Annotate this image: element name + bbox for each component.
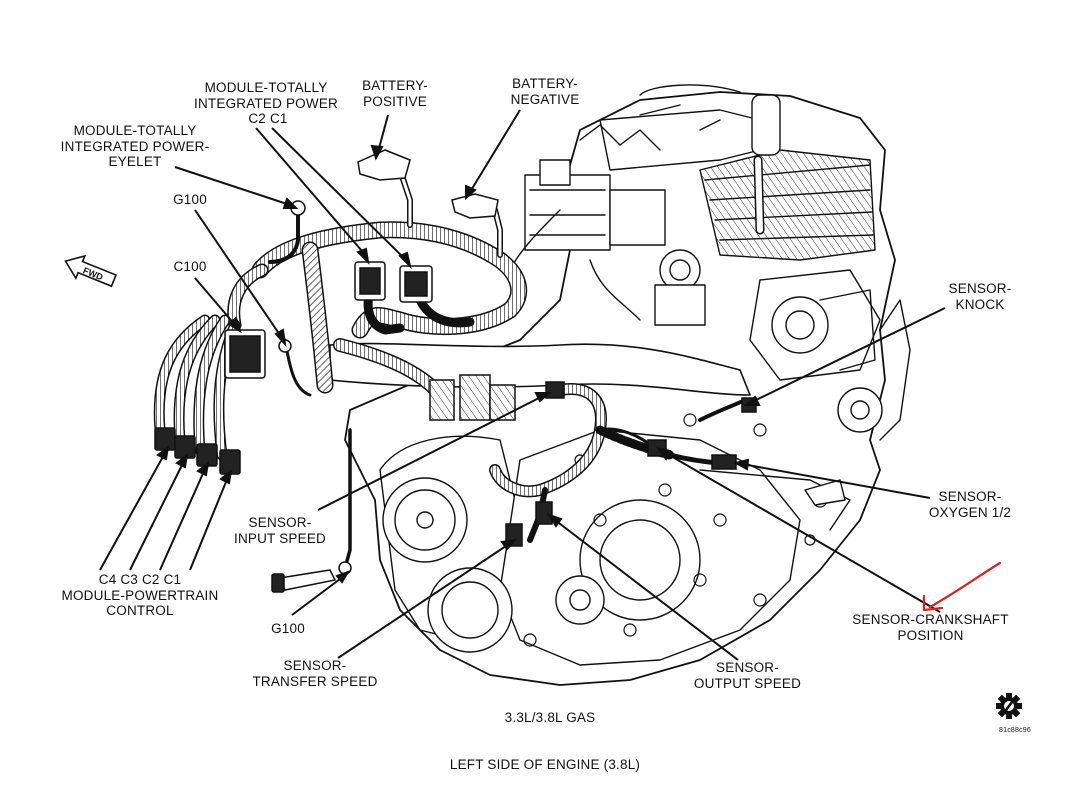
label-sensor-oxygen: SENSOR- OXYGEN 1/2 — [920, 489, 1020, 520]
label-line: NEGATIVE — [510, 91, 580, 107]
label-line: MODULE-POWERTRAIN — [61, 587, 219, 603]
label-line: SENSOR- — [948, 281, 1012, 296]
label-line: G100 — [173, 192, 207, 207]
label-battery-positive: BATTERY- POSITIVE — [350, 78, 440, 109]
leader-tipm-c2 — [255, 127, 370, 265]
label-g100-upper: G100 — [165, 192, 215, 208]
leader-g100-lower — [291, 570, 351, 616]
label-line: TRANSFER SPEED — [252, 673, 378, 689]
leader-tipm-c1 — [271, 127, 412, 270]
label-battery-negative: BATTERY- NEGATIVE — [500, 76, 590, 107]
leader-oxygen — [733, 458, 931, 499]
engine-label: 3.3L/3.8L GAS — [504, 710, 596, 725]
label-line: MODULE-TOTALLY — [204, 80, 328, 95]
label-line: MODULE-TOTALLY — [73, 123, 197, 138]
label-line: SENSOR- — [283, 658, 347, 673]
leader-transfer-speed — [337, 538, 518, 659]
label-line: POSITIVE — [363, 93, 427, 109]
label-line: SENSOR-CRANKSHAFT — [852, 612, 1009, 627]
leader-battery-negative — [465, 109, 521, 201]
figure-caption: LEFT SIDE OF ENGINE (3.8L) — [449, 757, 641, 772]
annotation-arrow — [922, 561, 1002, 612]
label-line: INPUT SPEED — [234, 530, 326, 546]
figure-code: 81c88c96 — [999, 727, 1031, 734]
leader-input-speed — [317, 392, 552, 511]
leader-output-speed — [546, 513, 739, 661]
label-line: BATTERY- — [362, 78, 428, 93]
engine-artwork — [329, 84, 911, 686]
label-tipm-eyelet: MODULE-TOTALLY INTEGRATED POWER- EYELET — [50, 123, 220, 170]
label-tipm-connectors: MODULE-TOTALLY INTEGRATED POWER C2 C1 — [186, 80, 346, 127]
label-module-pcm: C4 C3 C2 C1 MODULE-POWERTRAIN CONTROL — [50, 572, 230, 619]
fwd-label: FWD — [82, 265, 105, 282]
label-line: BATTERY- — [512, 76, 578, 91]
label-g100-lower: G100 — [263, 621, 313, 637]
leader-g100-upper — [194, 209, 287, 348]
leader-pcm-c3 — [129, 452, 189, 571]
label-c100: C100 — [165, 259, 215, 275]
leader-crankshaft — [655, 446, 941, 613]
label-sensor-crankshaft: SENSOR-CRANKSHAFT POSITION — [838, 612, 1023, 643]
label-line: C2 C1 — [248, 111, 288, 126]
connectors — [154, 149, 757, 593]
label-line: SENSOR- — [716, 660, 779, 675]
fwd-arrow-icon: FWD — [64, 254, 118, 288]
leader-battery-positive — [370, 114, 389, 161]
label-line: EYELET — [108, 154, 162, 169]
leader-pcm-c1 — [189, 468, 233, 571]
leader-lines — [99, 109, 946, 661]
label-line: SENSOR- — [248, 515, 312, 530]
label-sensor-transfer-speed: SENSOR- TRANSFER SPEED — [240, 658, 390, 689]
leader-c100 — [194, 277, 242, 334]
label-line: SENSOR- — [938, 489, 1002, 504]
label-line: CONTROL — [106, 603, 174, 618]
label-line: C100 — [173, 259, 207, 274]
label-line: OXYGEN 1/2 — [928, 504, 1012, 520]
label-line: INTEGRATED POWER — [194, 95, 338, 111]
label-line: OUTPUT SPEED — [693, 675, 802, 691]
leader-pcm-c2 — [159, 460, 210, 571]
label-line: INTEGRATED POWER- — [60, 138, 210, 154]
label-line: KNOCK — [955, 296, 1005, 312]
label-sensor-output-speed: SENSOR- OUTPUT SPEED — [680, 660, 815, 691]
label-line: POSITION — [897, 627, 964, 643]
leader-tipm-eyelet — [174, 166, 299, 209]
gear-slash-icon — [996, 693, 1022, 719]
leader-knock — [743, 307, 946, 406]
leader-pcm-c4 — [99, 444, 170, 571]
label-sensor-input-speed: SENSOR- INPUT SPEED — [225, 515, 335, 546]
label-line: C4 C3 C2 C1 — [98, 572, 182, 587]
label-line: G100 — [271, 621, 305, 636]
label-sensor-knock: SENSOR- KNOCK — [935, 281, 1025, 312]
